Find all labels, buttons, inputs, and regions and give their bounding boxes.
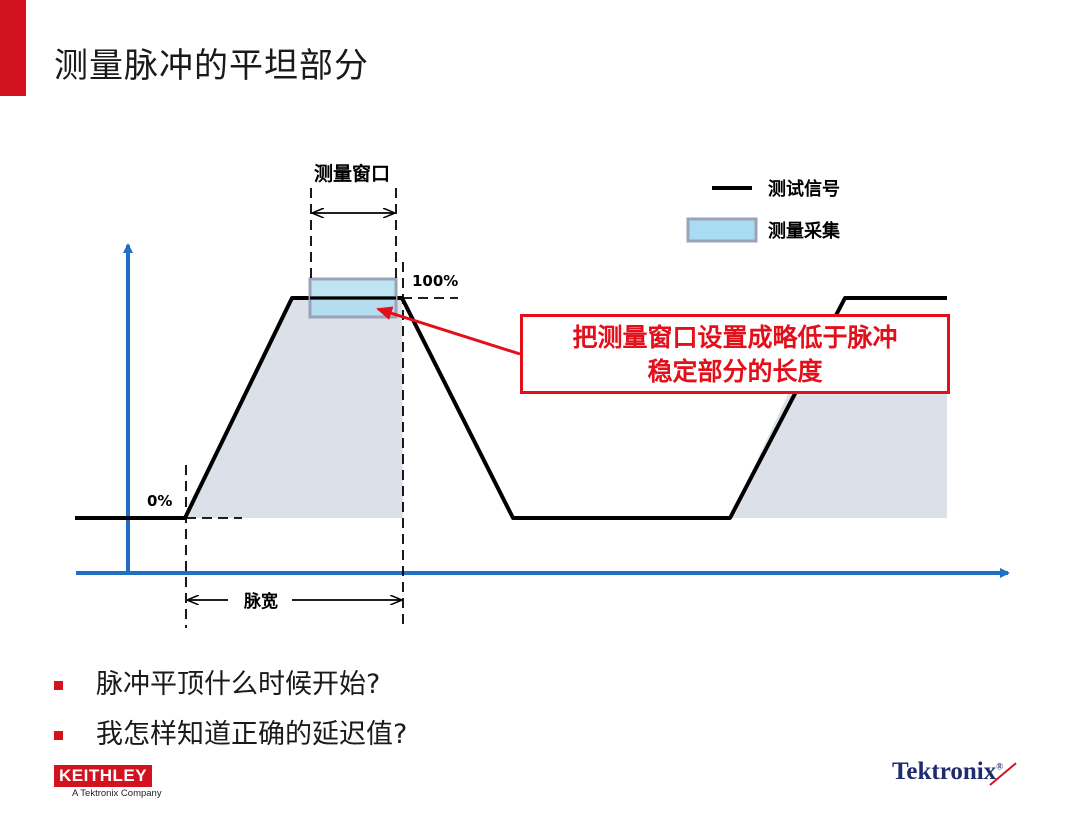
measure-window-label: 测量窗口	[314, 162, 390, 185]
keithley-tagline: A Tektronix Company	[72, 788, 162, 799]
pulse-width-label: 脉宽	[243, 591, 278, 612]
bullet-list: 脉冲平顶什么时候开始? 我怎样知道正确的延迟值?	[54, 660, 407, 760]
callout-line-1: 把测量窗口设置成略低于脉冲	[572, 323, 898, 352]
tektronix-wordmark: Tektronix	[892, 758, 997, 785]
keithley-wordmark: KEITHLEY	[54, 765, 153, 787]
bullet-item: 我怎样知道正确的延迟值?	[54, 710, 407, 760]
legend-acquisition-label: 测量采集	[768, 220, 841, 242]
legend-acquisition-swatch	[686, 217, 758, 243]
callout-box: 把测量窗口设置成略低于脉冲 稳定部分的长度	[520, 314, 950, 394]
legend-signal-label: 测试信号	[768, 178, 840, 200]
page-title: 测量脉冲的平坦部分	[54, 46, 369, 86]
callout-arrow	[376, 306, 521, 356]
callout-line-2: 稳定部分的长度	[647, 357, 823, 386]
keithley-logo: KEITHLEY A Tektronix Company	[54, 765, 162, 799]
pulse-fill-1	[185, 298, 403, 518]
label-100-percent: 100%	[412, 272, 458, 290]
accent-bar	[0, 0, 26, 96]
pulse-fill-2	[730, 390, 947, 518]
bullet-item: 脉冲平顶什么时候开始?	[54, 660, 407, 710]
tektronix-logo: Tektronix®	[892, 758, 1003, 786]
tektronix-registered-mark: ®	[996, 761, 1003, 772]
label-0-percent: 0%	[147, 492, 172, 510]
